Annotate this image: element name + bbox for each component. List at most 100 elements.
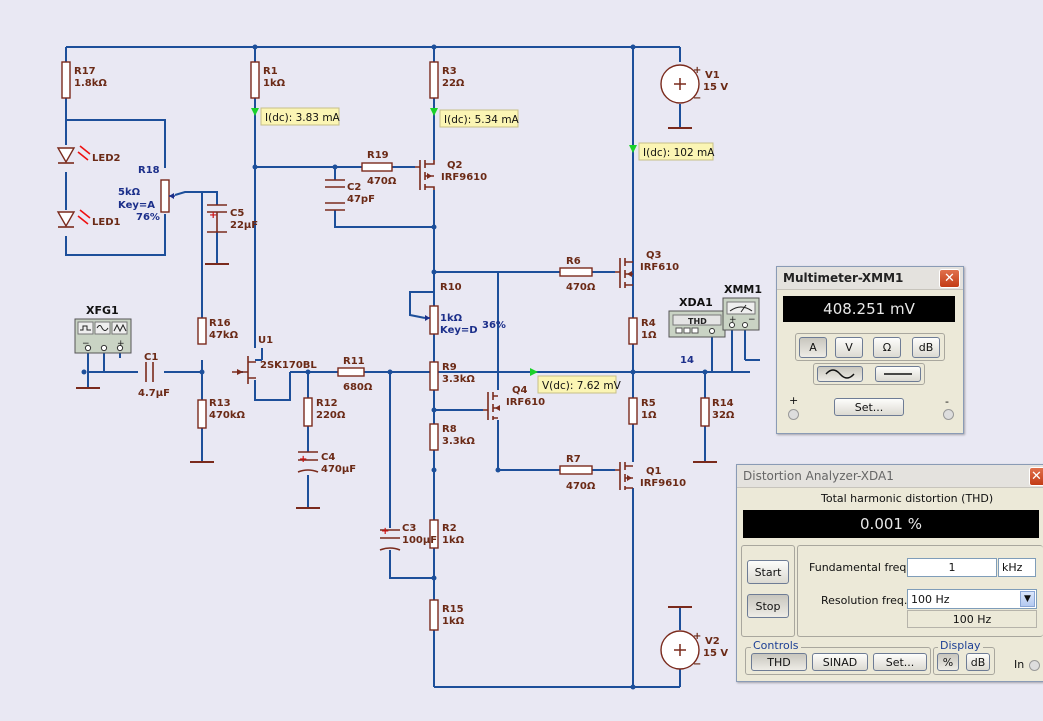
- resistor-R9[interactable]: R9 3.3kΩ: [429, 361, 475, 391]
- resistor-R8[interactable]: R8 3.3kΩ: [429, 423, 475, 451]
- probe-label-4[interactable]: V(dc): 7.62 mV: [537, 375, 622, 394]
- resolution-freq-select[interactable]: 100 Hz ▼: [907, 589, 1037, 609]
- start-button[interactable]: Start: [747, 560, 789, 584]
- probe-label-3[interactable]: I(dc): 102 mA: [638, 142, 715, 161]
- svg-text:C2: C2: [347, 182, 361, 193]
- resistor-R6[interactable]: R6 470Ω: [559, 256, 596, 293]
- svg-text:V2: V2: [705, 636, 720, 647]
- distortion-set-button[interactable]: Set...: [873, 653, 927, 671]
- distortion-titlebar[interactable]: Distortion Analyzer-XDA1 ✕: [737, 465, 1043, 488]
- sine-wave-icon: [825, 369, 855, 379]
- db-button[interactable]: dB: [966, 653, 990, 671]
- probe-label-2[interactable]: I(dc): 5.34 mA: [439, 109, 520, 128]
- resistor-R5[interactable]: R5 1Ω: [628, 397, 657, 425]
- fundamental-unit[interactable]: kHz: [998, 558, 1036, 577]
- resistor-R11[interactable]: R11 680Ω: [337, 356, 373, 393]
- thd-button[interactable]: THD: [751, 653, 807, 671]
- resistor-R2[interactable]: R2 1kΩ: [429, 519, 465, 549]
- multimeter-set-button[interactable]: Set...: [834, 398, 904, 416]
- svg-text:C4: C4: [321, 452, 335, 463]
- capacitor-C2[interactable]: C2 47pF: [325, 179, 375, 211]
- svg-text:IRF9610: IRF9610: [640, 478, 686, 489]
- svg-text:−: −: [748, 315, 756, 325]
- svg-text:22Ω: 22Ω: [442, 78, 465, 89]
- svg-text:4.7µF: 4.7µF: [138, 388, 170, 399]
- ac-button[interactable]: [817, 366, 863, 382]
- jfet-U1[interactable]: U1 2SK170BL: [232, 335, 317, 384]
- svg-text:IRF610: IRF610: [506, 397, 545, 408]
- capacitor-C4[interactable]: + C4 470µF: [297, 451, 356, 475]
- capacitor-C3[interactable]: + C3 100µF: [379, 523, 437, 551]
- input-terminal[interactable]: [1029, 660, 1040, 671]
- close-icon[interactable]: ✕: [1029, 466, 1043, 486]
- dc-source-V1[interactable]: + − V1 15 V: [660, 64, 728, 129]
- svg-text:C1: C1: [144, 352, 158, 363]
- thd-display: 0.001 %: [743, 510, 1039, 538]
- svg-text:R19: R19: [367, 150, 389, 161]
- fundamental-freq-label: Fundamental freq.: [809, 561, 910, 574]
- plus-terminal[interactable]: [788, 409, 799, 420]
- svg-text:32Ω: 32Ω: [712, 410, 735, 421]
- sinad-button[interactable]: SINAD: [812, 653, 868, 671]
- resistor-R17[interactable]: R17 1.8kΩ: [61, 61, 107, 99]
- distortion-analyzer-window[interactable]: Distortion Analyzer-XDA1 ✕ Total harmoni…: [736, 464, 1043, 682]
- stop-button[interactable]: Stop: [747, 594, 789, 618]
- capacitor-C5[interactable]: + C5 22µF: [207, 204, 258, 233]
- svg-text:R3: R3: [442, 66, 457, 77]
- svg-text:5kΩ: 5kΩ: [118, 187, 141, 198]
- multimeter-titlebar[interactable]: Multimeter-XMM1 ✕: [777, 267, 963, 290]
- svg-text:470µF: 470µF: [321, 464, 356, 475]
- svg-text:R6: R6: [566, 256, 581, 267]
- svg-text:220Ω: 220Ω: [316, 410, 346, 421]
- dc-source-V2[interactable]: + − V2 15 V: [660, 606, 728, 670]
- mosfet-Q3[interactable]: Q3 IRF610: [615, 250, 679, 288]
- minus-terminal[interactable]: [943, 409, 954, 420]
- led-LED2[interactable]: LED2: [56, 145, 121, 164]
- svg-text:+: +: [693, 631, 701, 642]
- close-icon[interactable]: ✕: [939, 268, 960, 288]
- resistor-R13[interactable]: R13 470kΩ: [197, 398, 246, 429]
- mosfet-Q2[interactable]: Q2 IRF9610: [415, 160, 487, 190]
- potentiometer-R18[interactable]: R18 5kΩ Key=A 76%: [118, 165, 175, 223]
- svg-text:1kΩ: 1kΩ: [440, 313, 463, 324]
- frequency-group: [797, 545, 1043, 637]
- resistor-R19[interactable]: R19 470Ω: [361, 150, 397, 187]
- multimeter-display: 408.251 mV: [783, 296, 955, 322]
- distortion-analyzer-icon-XDA1[interactable]: XDA1 THD: [668, 296, 726, 338]
- resistor-R1[interactable]: R1 1kΩ: [250, 61, 286, 99]
- multimeter-window[interactable]: Multimeter-XMM1 ✕ 408.251 mV A V Ω dB Se…: [776, 266, 964, 434]
- resistor-R3[interactable]: R3 22Ω: [429, 61, 465, 99]
- potentiometer-R10[interactable]: R10 1kΩ Key=D 36%: [425, 282, 506, 336]
- mode-button-amps[interactable]: A: [799, 337, 827, 358]
- multimeter-icon-XMM1[interactable]: XMM1 + −: [722, 283, 762, 331]
- svg-text:R17: R17: [74, 66, 96, 77]
- fundamental-freq-input[interactable]: 1: [907, 558, 997, 577]
- multimeter-title: Multimeter-XMM1: [783, 271, 904, 285]
- mosfet-Q4[interactable]: Q4 IRF610: [483, 385, 545, 420]
- probe-label-1[interactable]: I(dc): 3.83 mA: [260, 107, 341, 126]
- capacitor-C1[interactable]: C1 4.7µF: [138, 352, 170, 399]
- resistor-R14[interactable]: R14 32Ω: [700, 397, 735, 427]
- dc-button[interactable]: [875, 366, 921, 382]
- resistor-R12[interactable]: R12 220Ω: [303, 397, 346, 427]
- percent-button[interactable]: %: [937, 653, 959, 671]
- mosfet-Q1[interactable]: Q1 IRF9610: [615, 462, 686, 490]
- function-generator-XFG1[interactable]: XFG1 − +: [74, 304, 132, 354]
- svg-text:1Ω: 1Ω: [641, 410, 657, 421]
- resolution-freq-label: Resolution freq.: [821, 594, 908, 607]
- svg-text:3.3kΩ: 3.3kΩ: [442, 374, 475, 385]
- mode-button-ohms[interactable]: Ω: [873, 337, 901, 358]
- plus-terminal-label: +: [789, 394, 799, 407]
- svg-text:+: +: [299, 454, 307, 465]
- svg-text:LED2: LED2: [92, 153, 121, 164]
- multimeter-mode-group: [795, 333, 945, 361]
- resistor-R7[interactable]: R7 470Ω: [559, 454, 596, 492]
- mode-button-db[interactable]: dB: [912, 337, 940, 358]
- resistor-R4[interactable]: R4 1Ω: [628, 317, 657, 345]
- mode-button-volts[interactable]: V: [835, 337, 863, 358]
- resistor-R15[interactable]: R15 1kΩ: [429, 599, 465, 631]
- chevron-down-icon[interactable]: ▼: [1020, 591, 1035, 607]
- resistor-R16[interactable]: R16 47kΩ: [197, 317, 239, 345]
- led-LED1[interactable]: LED1: [56, 209, 121, 228]
